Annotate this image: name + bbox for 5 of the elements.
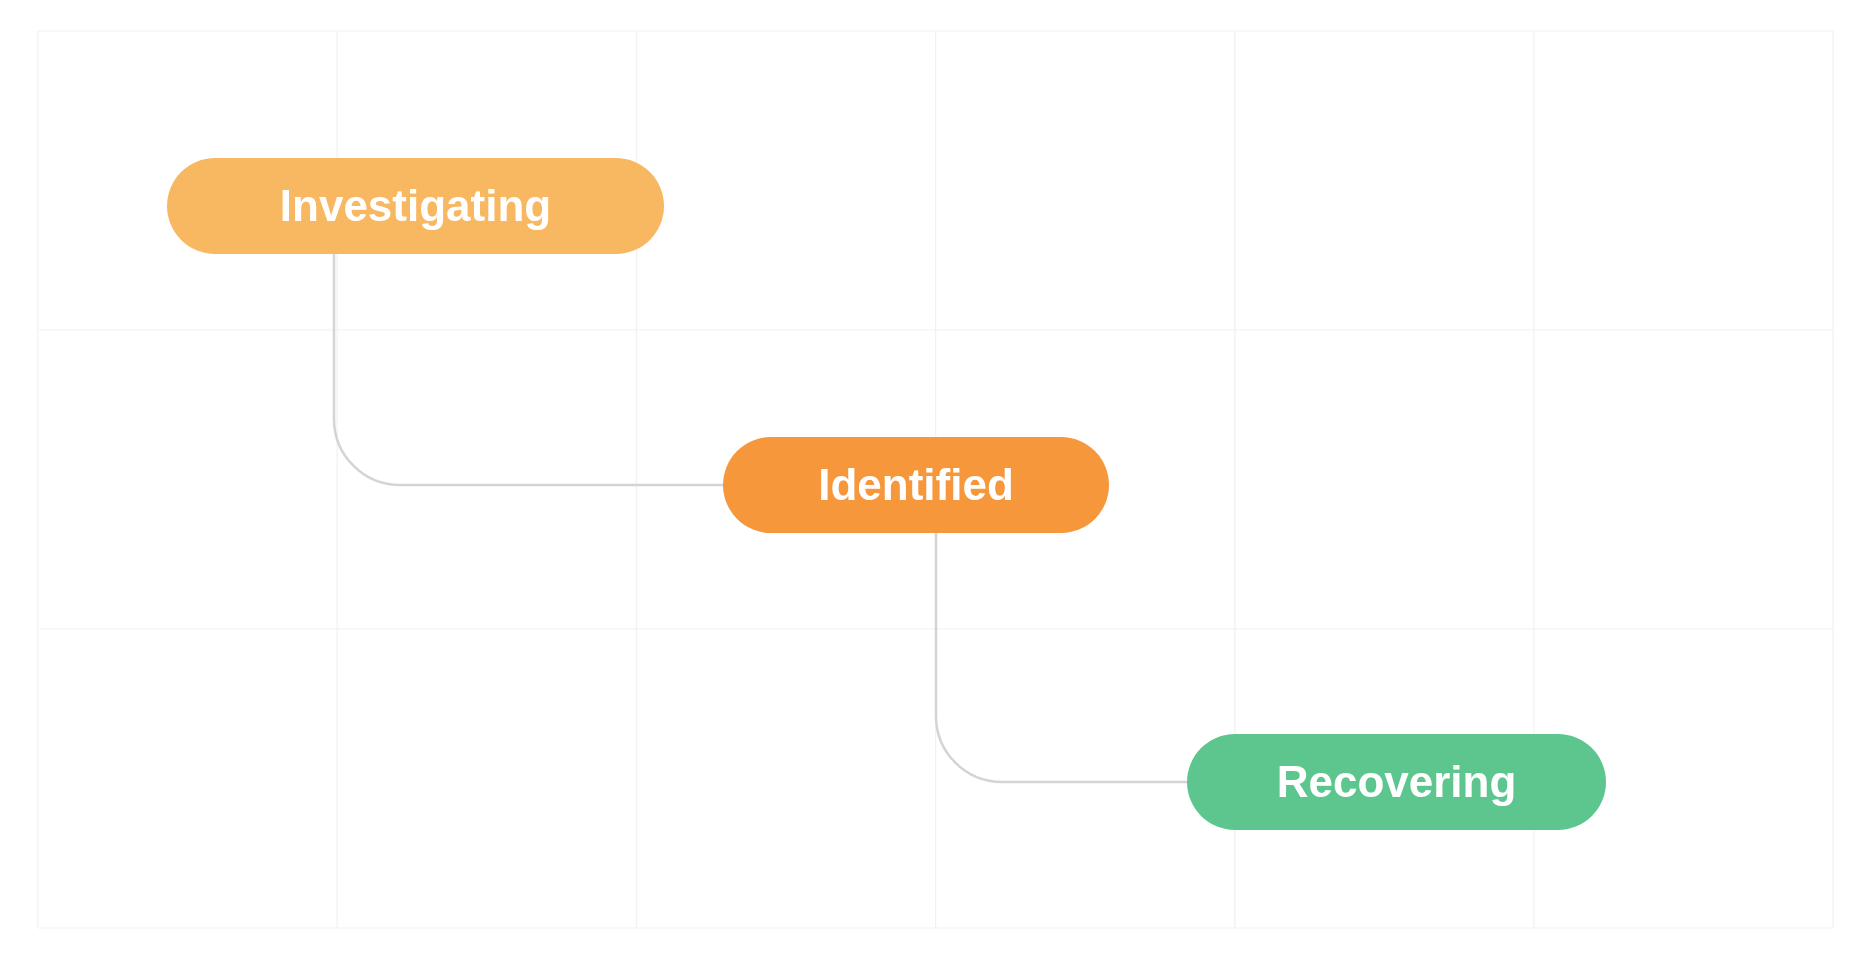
status-label: Investigating bbox=[279, 181, 552, 231]
status-label: Recovering bbox=[1276, 757, 1517, 807]
status-label: Identified bbox=[818, 460, 1014, 510]
connector-line bbox=[332, 254, 723, 487]
connector-line bbox=[934, 533, 1187, 784]
